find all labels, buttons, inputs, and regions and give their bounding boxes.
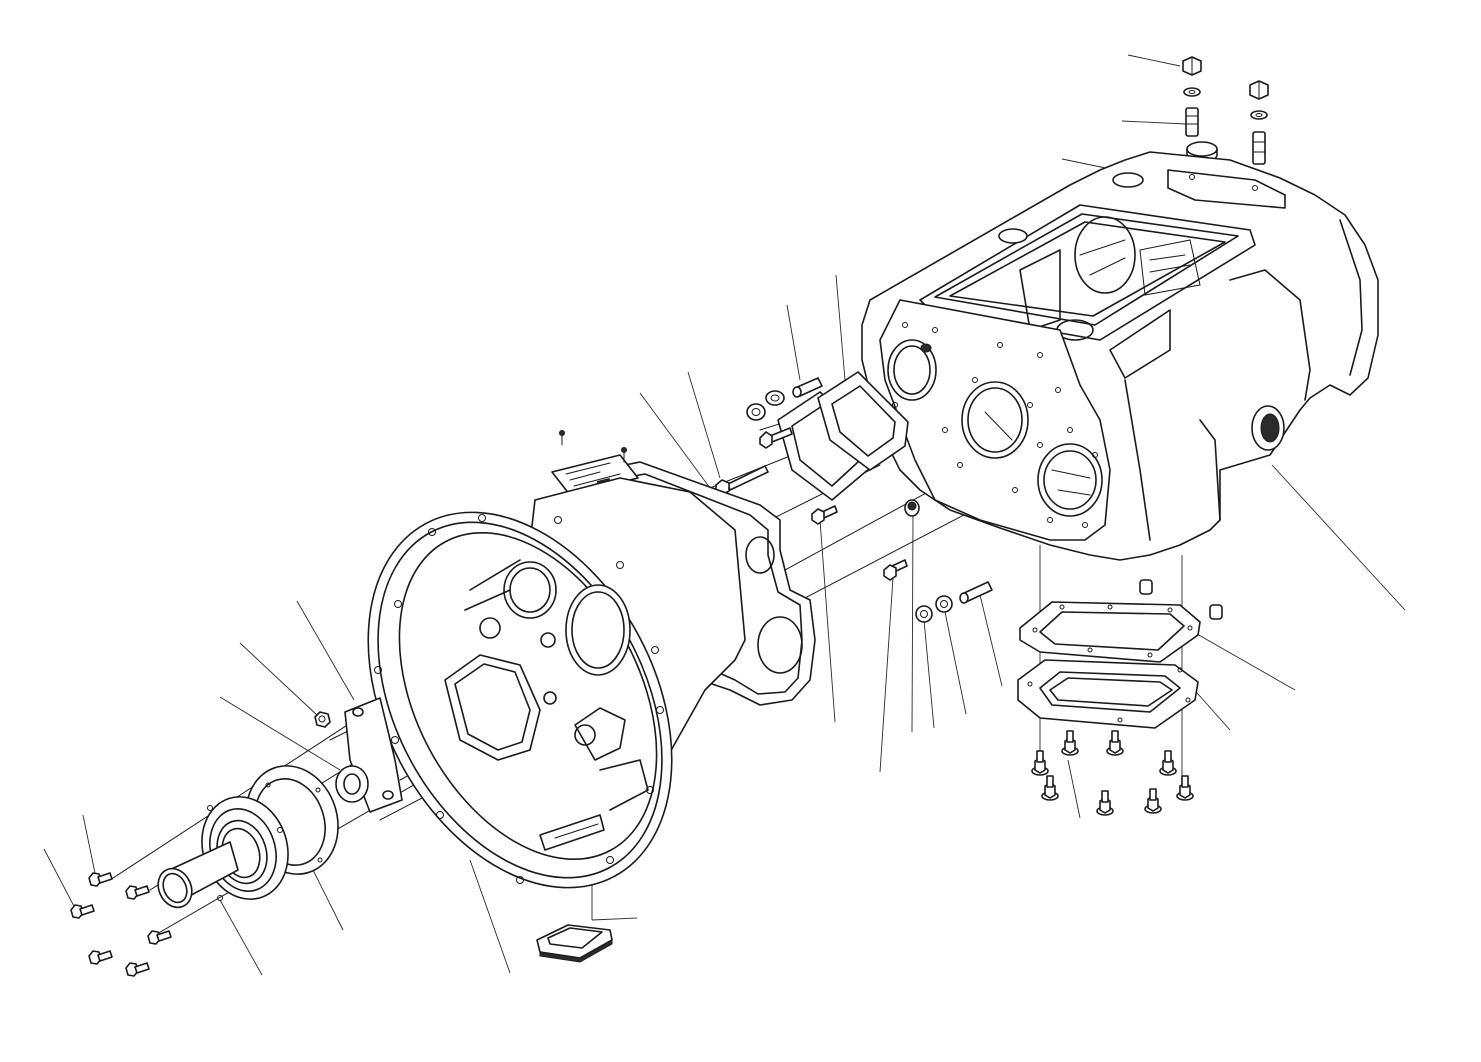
hex-bolt [125, 962, 150, 977]
flange-bolt [1159, 750, 1177, 776]
stud [959, 581, 993, 604]
leader-line-gasket [639, 392, 711, 489]
leader-line-washer-b [923, 619, 935, 729]
leader-line-housing [1271, 464, 1406, 611]
release-bearing-sleeve [157, 796, 289, 909]
leader-line-nut [1127, 54, 1181, 67]
nut [746, 403, 766, 421]
inspection-cover [536, 924, 613, 963]
leader-line-small-plug [239, 642, 319, 717]
stud [792, 377, 823, 398]
side-hardware [715, 377, 993, 623]
hex-bolt [811, 505, 838, 525]
oil-seal [335, 765, 369, 803]
rivet [621, 447, 627, 463]
flange-bolt [1144, 788, 1162, 814]
washer [935, 595, 953, 613]
flange-bolt [1031, 750, 1049, 776]
leader-line-plug-b [911, 514, 914, 733]
transmission-housing [861, 151, 1379, 620]
flange-bolt [1176, 775, 1194, 801]
leader-line-bolt-b [43, 848, 77, 911]
flange-bolt [1096, 790, 1114, 816]
top-hardware [1182, 56, 1269, 165]
bottom-cover-gasket [1019, 601, 1201, 663]
leader-line-side-stud [786, 304, 801, 381]
leader-line-hex-bolt [819, 519, 836, 723]
hex-bolt [70, 904, 95, 919]
nut [1249, 80, 1269, 165]
hex-bolt [88, 872, 113, 887]
leader-line-sleeve-gasket [307, 859, 344, 931]
hex-bolt [759, 427, 793, 449]
rivet [559, 430, 565, 446]
clutch-housing [344, 477, 746, 889]
leader-line-bottom-gasket [1189, 629, 1296, 691]
nut [1182, 56, 1202, 137]
sleeve-bolts [70, 872, 172, 977]
hex-bolt [883, 559, 908, 581]
hex-bolt [125, 885, 150, 900]
plug [314, 711, 331, 728]
hex-bolt [715, 465, 769, 496]
leader-line-stud-b [979, 594, 1003, 687]
leader-line-sleeve [219, 899, 263, 976]
flange-bolt [1106, 730, 1124, 756]
washer [765, 390, 785, 406]
side-cover [817, 371, 909, 471]
hex-bolt [88, 950, 113, 965]
leader-line-hex-bolt-b [879, 577, 894, 773]
leader-line-flange-bolt-b [1067, 759, 1081, 819]
flange-bolts [1031, 730, 1194, 816]
nut [915, 605, 933, 623]
leader-line-oil-seal [219, 696, 341, 771]
plug [904, 499, 920, 517]
leader-line-long-bolt [687, 371, 721, 479]
leader-line-inspection-cover [591, 917, 638, 921]
leader-line-clutch-gasket [296, 600, 355, 701]
leader-line-clutch-housing [469, 859, 511, 974]
leader-line-bolt-a [82, 814, 97, 879]
flange-bolt [1061, 730, 1079, 756]
leader-lines [43, 54, 1406, 976]
leader-line-side-cover [835, 274, 846, 381]
leader-line-nut-b [944, 611, 967, 715]
leader-line-stud [1121, 120, 1187, 125]
bottom-cover [1017, 659, 1199, 729]
flange-bolt [1041, 775, 1059, 801]
hex-bolt [147, 930, 172, 945]
